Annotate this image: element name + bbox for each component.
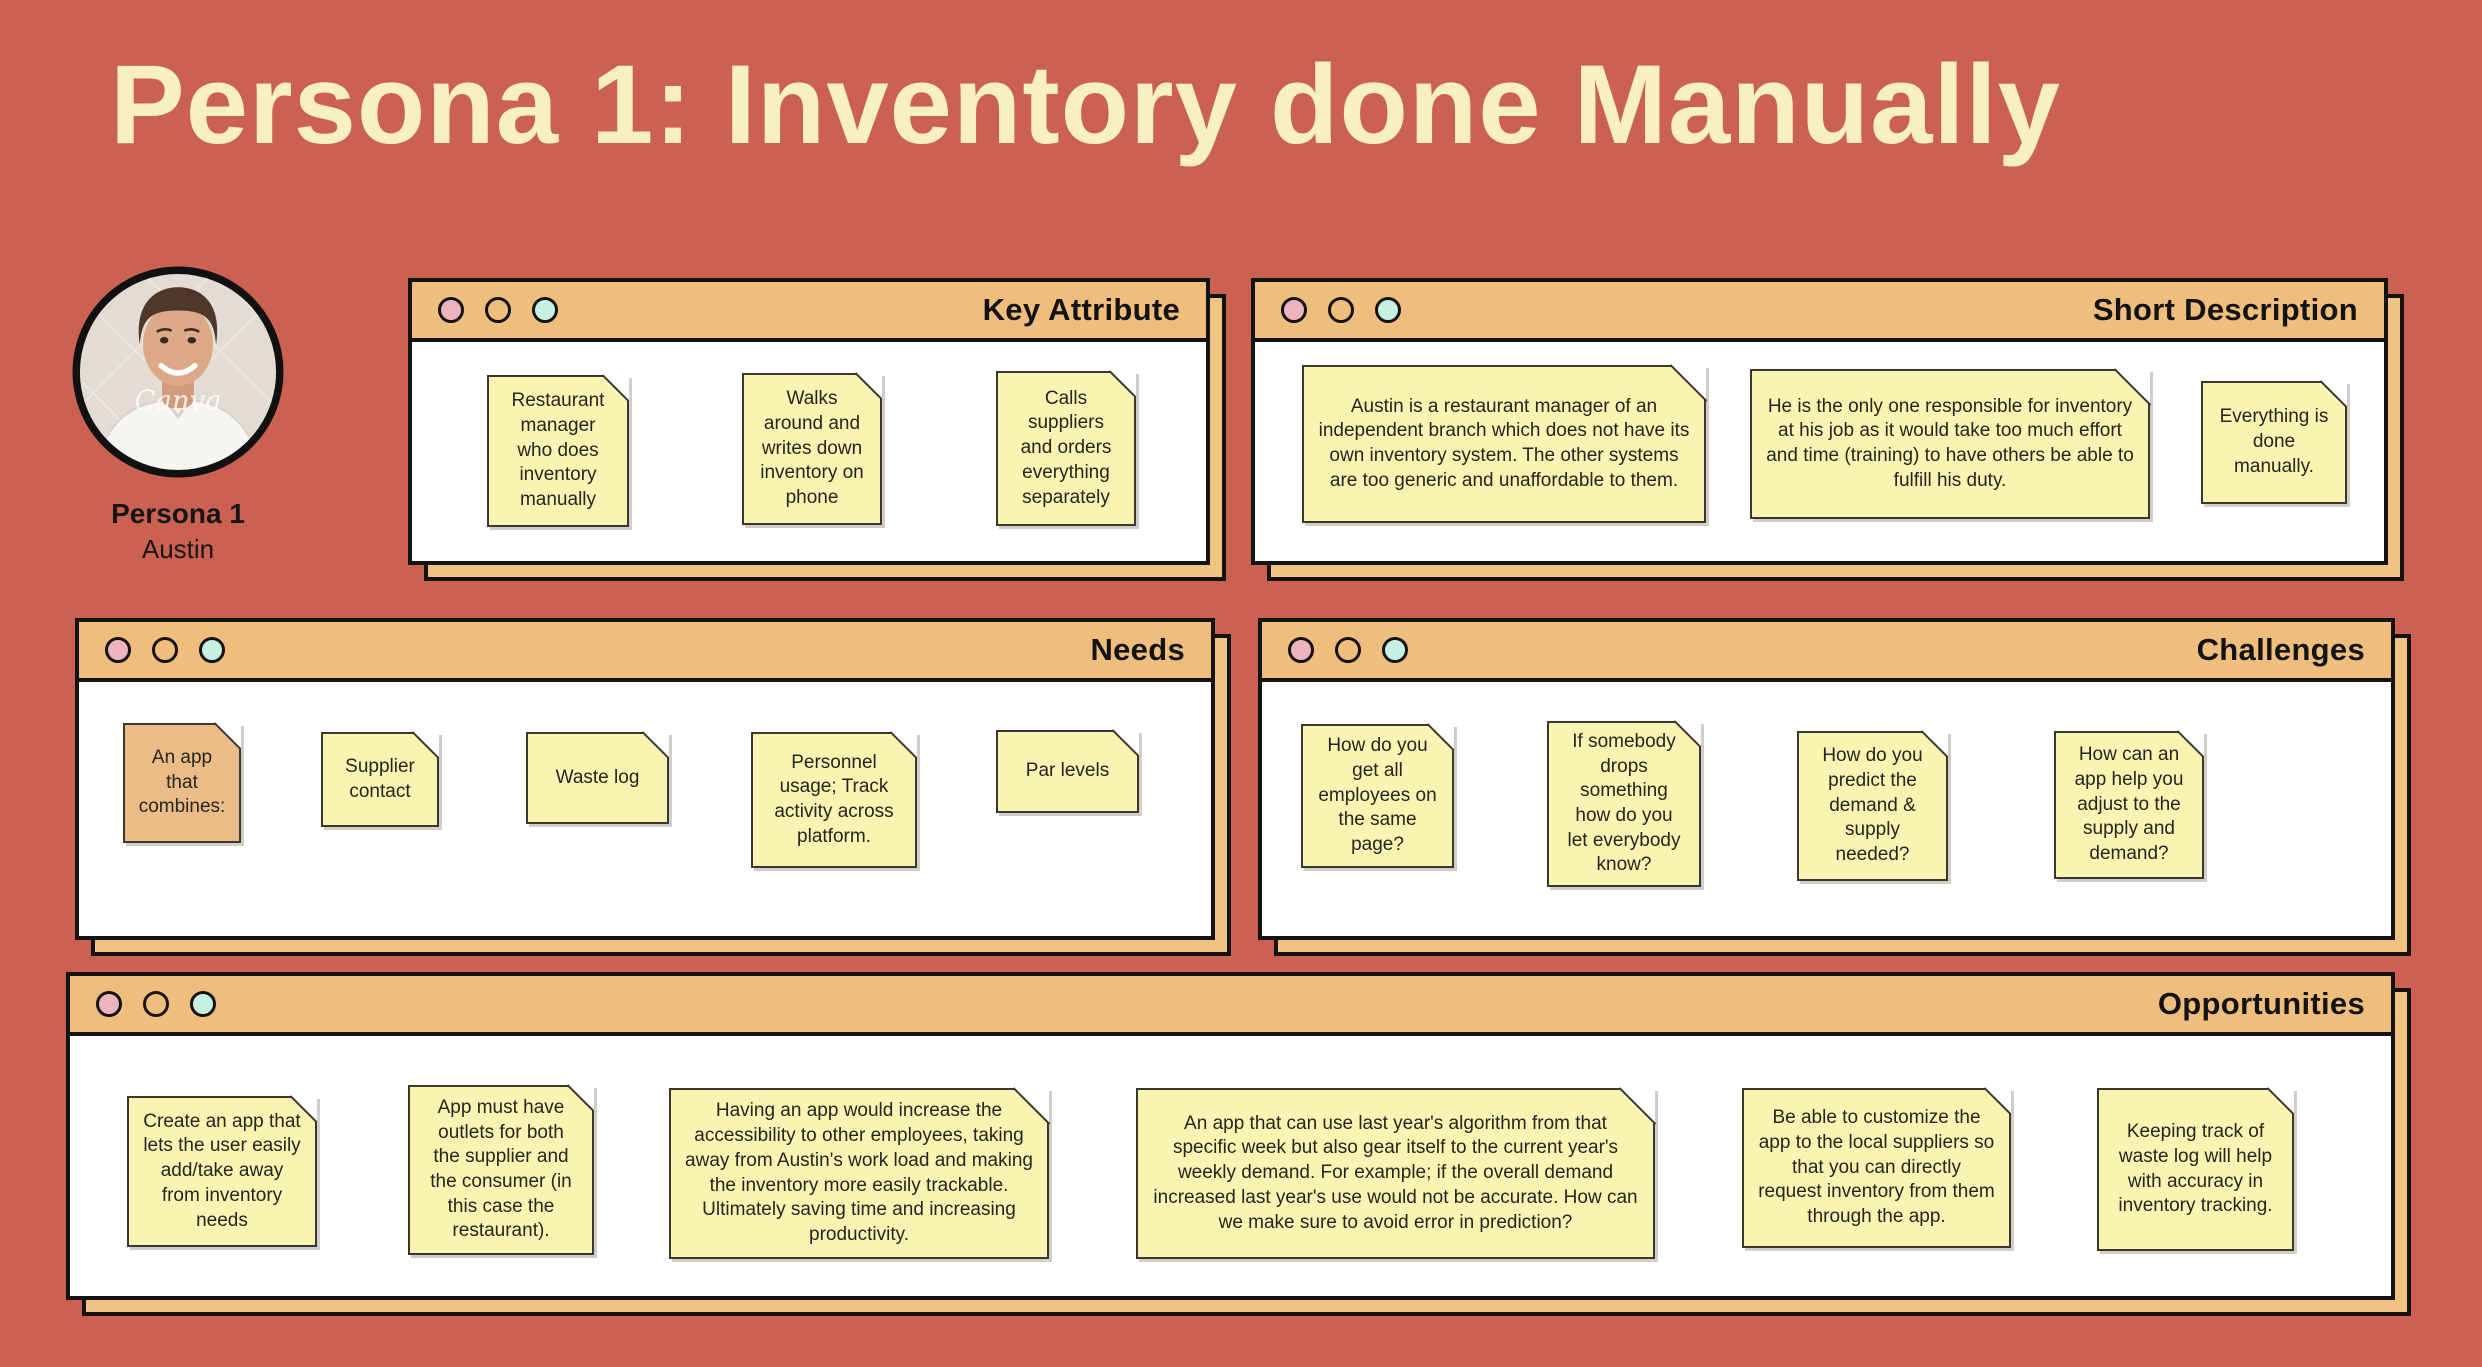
sticky-note: Restaurant manager who does inventory ma…	[487, 375, 629, 527]
sticky-note: If somebody drops something how do you l…	[1547, 721, 1701, 887]
panel-title: Challenges	[2196, 632, 2365, 667]
panel-body: Restaurant manager who does inventory ma…	[412, 342, 1206, 561]
sticky-note: Having an app would increase the accessi…	[669, 1088, 1049, 1259]
window-titlebar: Opportunities	[70, 976, 2391, 1036]
panel-needs: Needs An app that combines: Supplier con…	[75, 618, 1231, 956]
window-titlebar: Needs	[79, 622, 1211, 682]
panel-title: Key Attribute	[982, 292, 1180, 327]
window-dots	[1281, 297, 1401, 323]
window-dot-pink-icon	[1281, 297, 1307, 323]
sticky-note: Keeping track of waste log will help wit…	[2097, 1088, 2294, 1251]
panel-body: How do you get all employees on the same…	[1262, 682, 2391, 936]
sticky-note: Personnel usage; Track activity across p…	[751, 732, 917, 868]
sticky-note: An app that can use last year's algorith…	[1136, 1088, 1655, 1259]
window-dot-outline-icon	[1328, 297, 1354, 323]
avatar: Canva	[72, 266, 284, 478]
panel-body: Austin is a restaurant manager of an ind…	[1255, 342, 2384, 561]
sticky-note: Create an app that lets the user easily …	[127, 1096, 317, 1247]
sticky-note: Par levels	[996, 730, 1139, 813]
sticky-note: Austin is a restaurant manager of an ind…	[1302, 365, 1706, 523]
sticky-note: Be able to customize the app to the loca…	[1742, 1088, 2011, 1248]
window-dot-outline-icon	[485, 297, 511, 323]
window-dots	[96, 991, 216, 1017]
window-titlebar: Short Description	[1255, 282, 2384, 342]
sticky-note: Waste log	[526, 732, 669, 824]
sticky-note: Supplier contact	[321, 732, 439, 827]
persona-label: Persona 1	[111, 498, 245, 529]
window-dots	[105, 637, 225, 663]
page-title: Persona 1: Inventory done Manually	[110, 42, 2061, 167]
sticky-note: Calls suppliers and orders everything se…	[996, 371, 1136, 526]
window-titlebar: Challenges	[1262, 622, 2391, 682]
avatar-watermark: Canva	[134, 385, 221, 417]
sticky-note: Everything is done manually.	[2201, 381, 2347, 504]
panel-body: Create an app that lets the user easily …	[70, 1036, 2391, 1296]
window-titlebar: Key Attribute	[412, 282, 1206, 342]
window-dot-outline-icon	[1335, 637, 1361, 663]
window-dots	[438, 297, 558, 323]
panel-title: Short Description	[2092, 292, 2358, 327]
panel-title: Needs	[1090, 632, 1185, 667]
sticky-note: App must have outlets for both the suppl…	[408, 1085, 594, 1255]
window-dot-mint-icon	[199, 637, 225, 663]
window-dot-mint-icon	[1382, 637, 1408, 663]
sticky-note: He is the only one responsible for inven…	[1750, 369, 2150, 519]
panel-key-attribute: Key Attribute Restaurant manager who doe…	[408, 278, 1226, 581]
panel-challenges: Challenges How do you get all employees …	[1258, 618, 2411, 956]
persona-name: Austin	[141, 534, 215, 564]
window-dot-mint-icon	[1375, 297, 1401, 323]
panel-title: Opportunities	[2157, 986, 2365, 1021]
panel-body: An app that combines: Supplier contact W…	[79, 682, 1211, 936]
window-dots	[1288, 637, 1408, 663]
window-dot-outline-icon	[143, 991, 169, 1017]
panel-short-description: Short Description Austin is a restaurant…	[1251, 278, 2404, 581]
window-dot-mint-icon	[532, 297, 558, 323]
window-dot-pink-icon	[1288, 637, 1314, 663]
window-dot-pink-icon	[438, 297, 464, 323]
sticky-note-highlight: An app that combines:	[123, 723, 241, 843]
panel-opportunities: Opportunities Create an app that lets th…	[66, 972, 2411, 1316]
sticky-note: How can an app help you adjust to the su…	[2054, 731, 2204, 879]
window-dot-pink-icon	[96, 991, 122, 1017]
sticky-note: Walks around and writes down inventory o…	[742, 373, 882, 525]
window-dot-mint-icon	[190, 991, 216, 1017]
sticky-note: How do you predict the demand & supply n…	[1797, 731, 1948, 881]
window-dot-outline-icon	[152, 637, 178, 663]
persona-card: Canva Persona 1 Austin	[62, 266, 294, 565]
window-dot-pink-icon	[105, 637, 131, 663]
sticky-note: How do you get all employees on the same…	[1301, 724, 1454, 868]
